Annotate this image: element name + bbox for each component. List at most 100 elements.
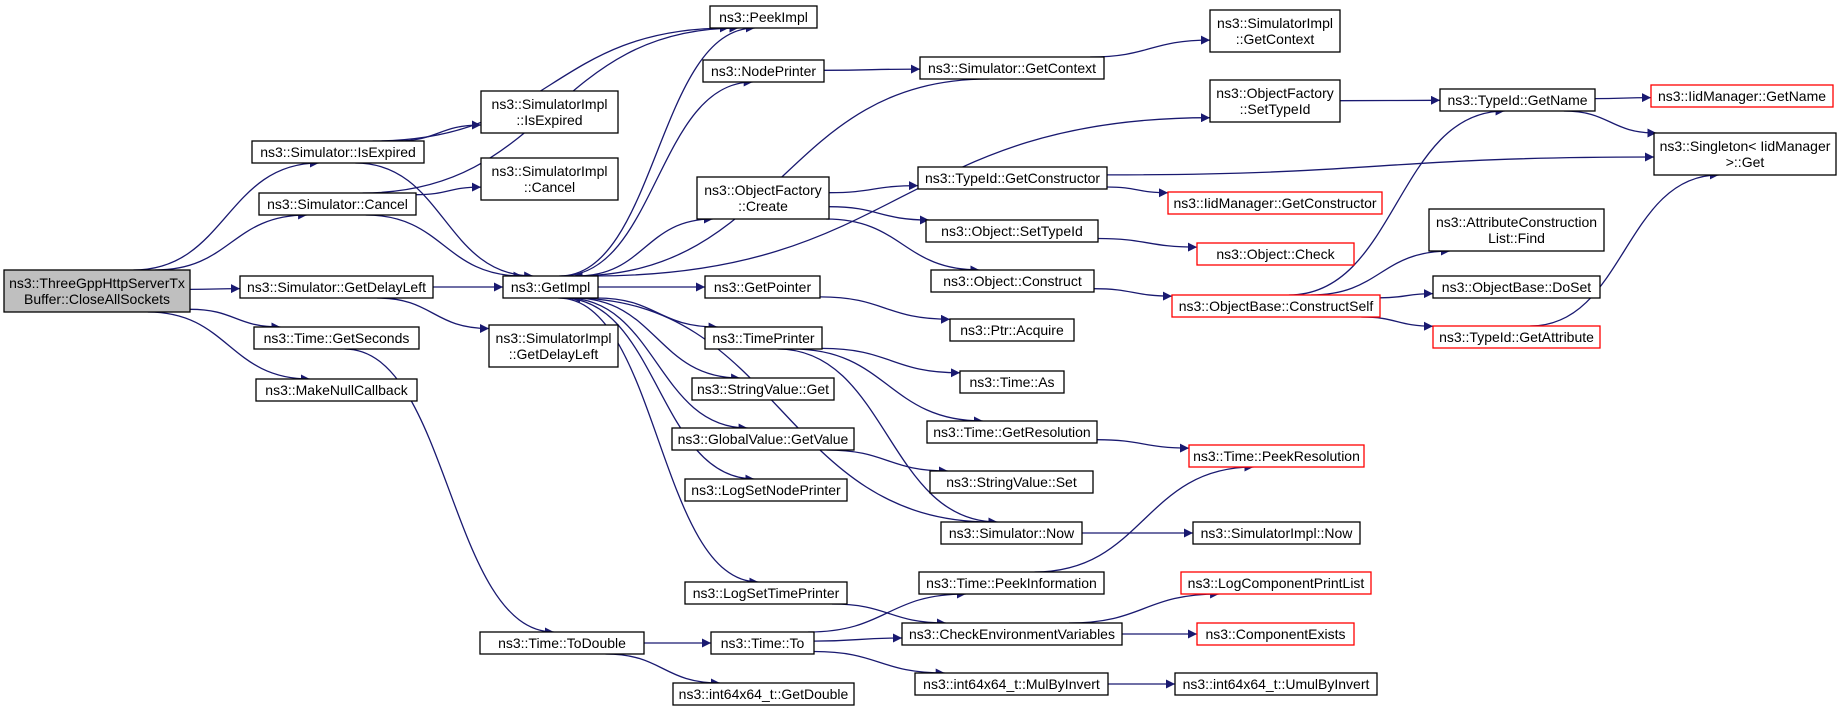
edge-time-getresolution-to-time-peekresolution (1096, 439, 1190, 453)
node-objectbase-constructself[interactable]: ns3::ObjectBase::ConstructSelf (1171, 294, 1381, 318)
node-label: ::SetTypeId (1240, 101, 1311, 117)
edge-objectbase-constructself-to-objectbase-doset (1379, 289, 1434, 299)
node-box (704, 326, 823, 350)
node-time-as[interactable]: ns3::Time::As (959, 370, 1065, 394)
node-time-todouble[interactable]: ns3::Time::ToDouble (479, 631, 645, 655)
edge-objfactory-create-to-object-construct (826, 218, 980, 275)
node-box (1196, 242, 1355, 266)
node-globalvalue-getvalue[interactable]: ns3::GlobalValue::GetValue (671, 427, 855, 451)
node-label: ns3::ObjectBase::ConstructSelf (1179, 298, 1374, 314)
node-logsettimeprinter[interactable]: ns3::LogSetTimePrinter (684, 581, 848, 605)
node-box (1196, 622, 1355, 646)
node-label: ns3::Simulator::Cancel (267, 196, 408, 212)
edge-sim-getcontext-to-simimpl-getcontext (1090, 35, 1211, 58)
node-getimpl[interactable]: ns3::GetImpl (502, 275, 599, 299)
node-objfactory-settypeid[interactable]: ns3::ObjectFactory::SetTypeId (1209, 79, 1341, 123)
node-root[interactable]: ns3::ThreeGppHttpServerTxBuffer::CloseAl… (3, 269, 191, 313)
node-int64-mulbyinvert[interactable]: ns3::int64x64_t::MulByInvert (914, 672, 1109, 696)
node-peekimpl[interactable]: ns3::PeekImpl (709, 5, 818, 29)
node-sim-getcontext[interactable]: ns3::Simulator::GetContext (919, 56, 1105, 80)
node-box (949, 318, 1075, 342)
node-iidmanager-getname[interactable]: ns3::IidManager::GetName (1650, 84, 1834, 108)
node-simimpl-isexpired[interactable]: ns3::SimulatorImpl::IsExpired (480, 90, 619, 134)
edge-typeid-getconstructor-to-iidmanager-getconstructor (1106, 186, 1169, 198)
node-checkenvvars[interactable]: ns3::CheckEnvironmentVariables (901, 622, 1123, 646)
node-simimpl-getdelayleft[interactable]: ns3::SimulatorImpl::GetDelayLeft (488, 324, 619, 368)
node-label: ns3::ThreeGppHttpServerTx (9, 275, 185, 291)
node-box (1439, 88, 1596, 112)
node-label: ns3::Time::PeekResolution (1193, 448, 1360, 464)
node-label: ns3::Time::GetResolution (933, 424, 1090, 440)
node-object-check[interactable]: ns3::Object::Check (1196, 242, 1355, 266)
node-box (1209, 79, 1341, 123)
node-label: ns3::SimulatorImpl (492, 96, 608, 112)
node-sim-cancel[interactable]: ns3::Simulator::Cancel (258, 192, 417, 216)
node-label: ns3::CheckEnvironmentVariables (909, 626, 1115, 642)
edge-object-settypeid-to-object-check (1097, 237, 1198, 252)
node-singleton-get[interactable]: ns3::Singleton< IidManager >::Get (1653, 132, 1837, 176)
node-label: ns3::MakeNullCallback (265, 382, 408, 398)
edge-logsettimeprinter-to-checkenvvars (831, 603, 947, 628)
node-makenullcallback[interactable]: ns3::MakeNullCallback (255, 378, 418, 402)
edge-typeid-getattribute-to-singleton-get (1530, 170, 1719, 327)
node-box (1192, 521, 1361, 545)
node-box (684, 581, 848, 605)
node-simimpl-cancel[interactable]: ns3::SimulatorImpl::Cancel (480, 157, 619, 201)
node-getpointer[interactable]: ns3::GetPointer (704, 275, 821, 299)
node-simimpl-getcontext[interactable]: ns3::SimulatorImpl::GetContext (1209, 9, 1341, 53)
node-label: ns3::Simulator::IsExpired (260, 144, 416, 160)
node-label: ns3::StringValue::Get (697, 381, 829, 397)
node-time-getseconds[interactable]: ns3::Time::GetSeconds (253, 326, 420, 350)
node-box (914, 672, 1109, 696)
node-typeid-getname[interactable]: ns3::TypeId::GetName (1439, 88, 1596, 112)
node-ptr-acquire[interactable]: ns3::Ptr::Acquire (949, 318, 1075, 342)
edge-time-to-to-checkenvvars (813, 633, 903, 643)
edge-checkenvvars-to-logcomponentprintlist (1068, 589, 1220, 624)
node-time-to[interactable]: ns3::Time::To (710, 631, 815, 655)
node-box (901, 622, 1123, 646)
node-box (926, 420, 1098, 444)
node-time-peekresolution[interactable]: ns3::Time::PeekResolution (1188, 444, 1365, 468)
edge-root-to-sim-cancel (155, 210, 308, 271)
node-typeid-getconstructor[interactable]: ns3::TypeId::GetConstructor (917, 166, 1108, 190)
node-box (1167, 191, 1383, 215)
node-int64-umulbyinvert[interactable]: ns3::int64x64_t::UmulByInvert (1174, 672, 1378, 696)
node-time-peekinformation[interactable]: ns3::Time::PeekInformation (918, 571, 1105, 595)
edge-getimpl-to-logsetnodeprinter (562, 297, 755, 484)
node-timeprinter[interactable]: ns3::TimePrinter (704, 326, 823, 350)
node-logcomponentprintlist[interactable]: ns3::LogComponentPrintList (1180, 571, 1372, 595)
node-int64-getdouble[interactable]: ns3::int64x64_t::GetDouble (672, 682, 855, 706)
node-box (1432, 325, 1601, 349)
node-stringvalue-get[interactable]: ns3::StringValue::Get (691, 377, 835, 401)
node-box (959, 370, 1065, 394)
node-simimpl-now[interactable]: ns3::SimulatorImpl::Now (1192, 521, 1361, 545)
node-object-settypeid[interactable]: ns3::Object::SetTypeId (925, 219, 1099, 243)
node-label: ns3::Time::To (721, 635, 805, 651)
node-time-getresolution[interactable]: ns3::Time::GetResolution (926, 420, 1098, 444)
node-objfactory-create[interactable]: ns3::ObjectFactory::Create (696, 176, 830, 220)
node-label: ns3::TimePrinter (712, 330, 815, 346)
node-label: ns3::GetPointer (714, 279, 812, 295)
edge-getimpl-to-stringvalue-get (573, 297, 741, 383)
edge-root-to-sim-getdelayleft (189, 284, 241, 294)
edge-getimpl-to-objfactory-settypeid (593, 113, 1211, 277)
node-objectbase-doset[interactable]: ns3::ObjectBase::DoSet (1432, 275, 1601, 299)
node-iidmanager-getconstructor[interactable]: ns3::IidManager::GetConstructor (1167, 191, 1383, 215)
edge-time-todouble-to-int64-getdouble (605, 653, 721, 688)
node-sim-now[interactable]: ns3::Simulator::Now (940, 521, 1083, 545)
node-sim-getdelayleft[interactable]: ns3::Simulator::GetDelayLeft (239, 275, 434, 299)
node-componentexists[interactable]: ns3::ComponentExists (1196, 622, 1355, 646)
edge-root-to-sim-isexpired (133, 158, 319, 271)
node-label: ns3::ObjectBase::DoSet (1442, 279, 1592, 295)
node-logsetnodeprinter[interactable]: ns3::LogSetNodePrinter (684, 478, 848, 502)
node-label: ns3::IidManager::GetName (1658, 88, 1826, 104)
node-typeid-getattribute[interactable]: ns3::TypeId::GetAttribute (1432, 325, 1601, 349)
node-label: ns3::Time::ToDouble (498, 635, 626, 651)
node-sim-isexpired[interactable]: ns3::Simulator::IsExpired (251, 140, 425, 164)
node-object-construct[interactable]: ns3::Object::Construct (930, 269, 1095, 293)
node-box (1171, 294, 1381, 318)
edge-objectbase-constructself-to-attrconstructionlist-find (1310, 246, 1451, 296)
node-nodeprinter[interactable]: ns3::NodePrinter (702, 59, 825, 83)
node-stringvalue-set[interactable]: ns3::StringValue::Set (929, 470, 1094, 494)
